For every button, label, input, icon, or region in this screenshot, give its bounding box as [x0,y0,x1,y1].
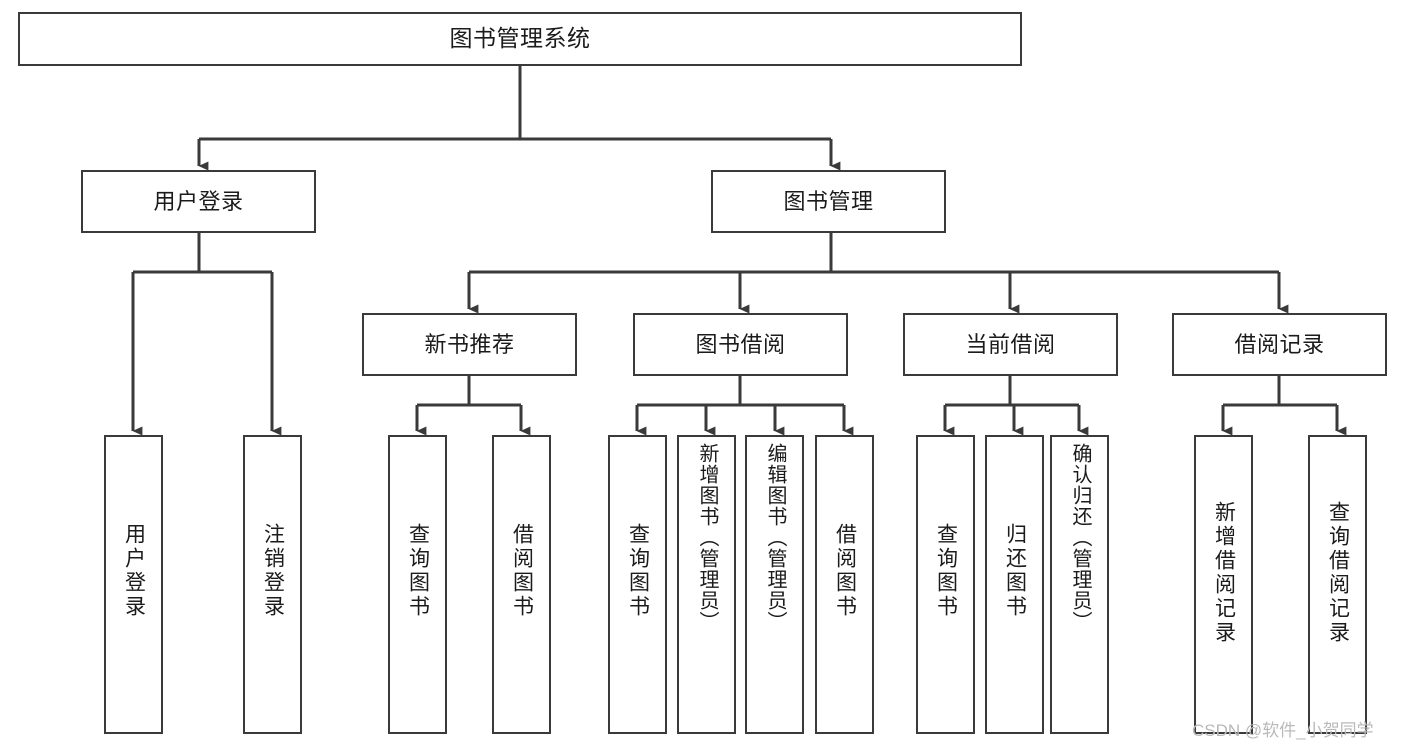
leaf-return-book[interactable]: 归还图书 [985,435,1044,734]
node-current-borrow[interactable]: 当前借阅 [903,313,1118,376]
node-label: 确认归还（管理员） [1069,443,1091,632]
leaf-edit-book-admin[interactable]: 编辑图书（管理员） [745,435,804,734]
leaf-logout[interactable]: 注销登录 [243,435,302,734]
node-label: 当前借阅 [965,331,1056,357]
node-label: 借阅图书 [833,523,857,619]
csdn-watermark: CSDN @软件_小贺同学 [1192,721,1374,740]
node-label: 归还图书 [1003,523,1027,619]
leaf-confirm-return-admin[interactable]: 确认归还（管理员） [1050,435,1109,734]
leaf-query-book-borrow[interactable]: 查询图书 [608,435,667,734]
node-user-login[interactable]: 用户登录 [81,170,316,233]
leaf-query-book-current[interactable]: 查询图书 [916,435,975,734]
leaf-query-borrow-record[interactable]: 查询借阅记录 [1308,435,1367,734]
node-label: 借阅记录 [1234,331,1325,357]
node-label: 新书推荐 [424,331,515,357]
node-label: 查询图书 [934,523,958,619]
node-label: 新增图书（管理员） [696,443,718,632]
node-book-management[interactable]: 图书管理 [711,170,946,233]
node-label: 查询借阅记录 [1326,501,1350,645]
node-label: 注销登录 [261,523,285,619]
leaf-add-borrow-record[interactable]: 新增借阅记录 [1194,435,1253,734]
node-label: 查询图书 [406,523,430,619]
node-root-book-management-system[interactable]: 图书管理系统 [18,12,1022,66]
node-label: 编辑图书（管理员） [764,443,786,632]
leaf-query-book-recommend[interactable]: 查询图书 [388,435,447,734]
node-label: 新增借阅记录 [1212,501,1236,645]
node-new-book-recommend[interactable]: 新书推荐 [362,313,577,376]
node-label: 用户登录 [122,523,146,619]
node-book-borrow[interactable]: 图书借阅 [633,313,848,376]
leaf-add-book-admin[interactable]: 新增图书（管理员） [677,435,736,734]
node-label: 图书管理系统 [449,25,591,52]
node-label: 查询图书 [626,523,650,619]
node-label: 借阅图书 [510,523,534,619]
leaf-borrow-book-recommend[interactable]: 借阅图书 [492,435,551,734]
node-borrow-record[interactable]: 借阅记录 [1172,313,1387,376]
leaf-borrow-book[interactable]: 借阅图书 [815,435,874,734]
node-label: 图书管理 [783,188,874,214]
node-label: 图书借阅 [695,331,786,357]
leaf-user-login[interactable]: 用户登录 [104,435,163,734]
node-label: 用户登录 [153,188,244,214]
